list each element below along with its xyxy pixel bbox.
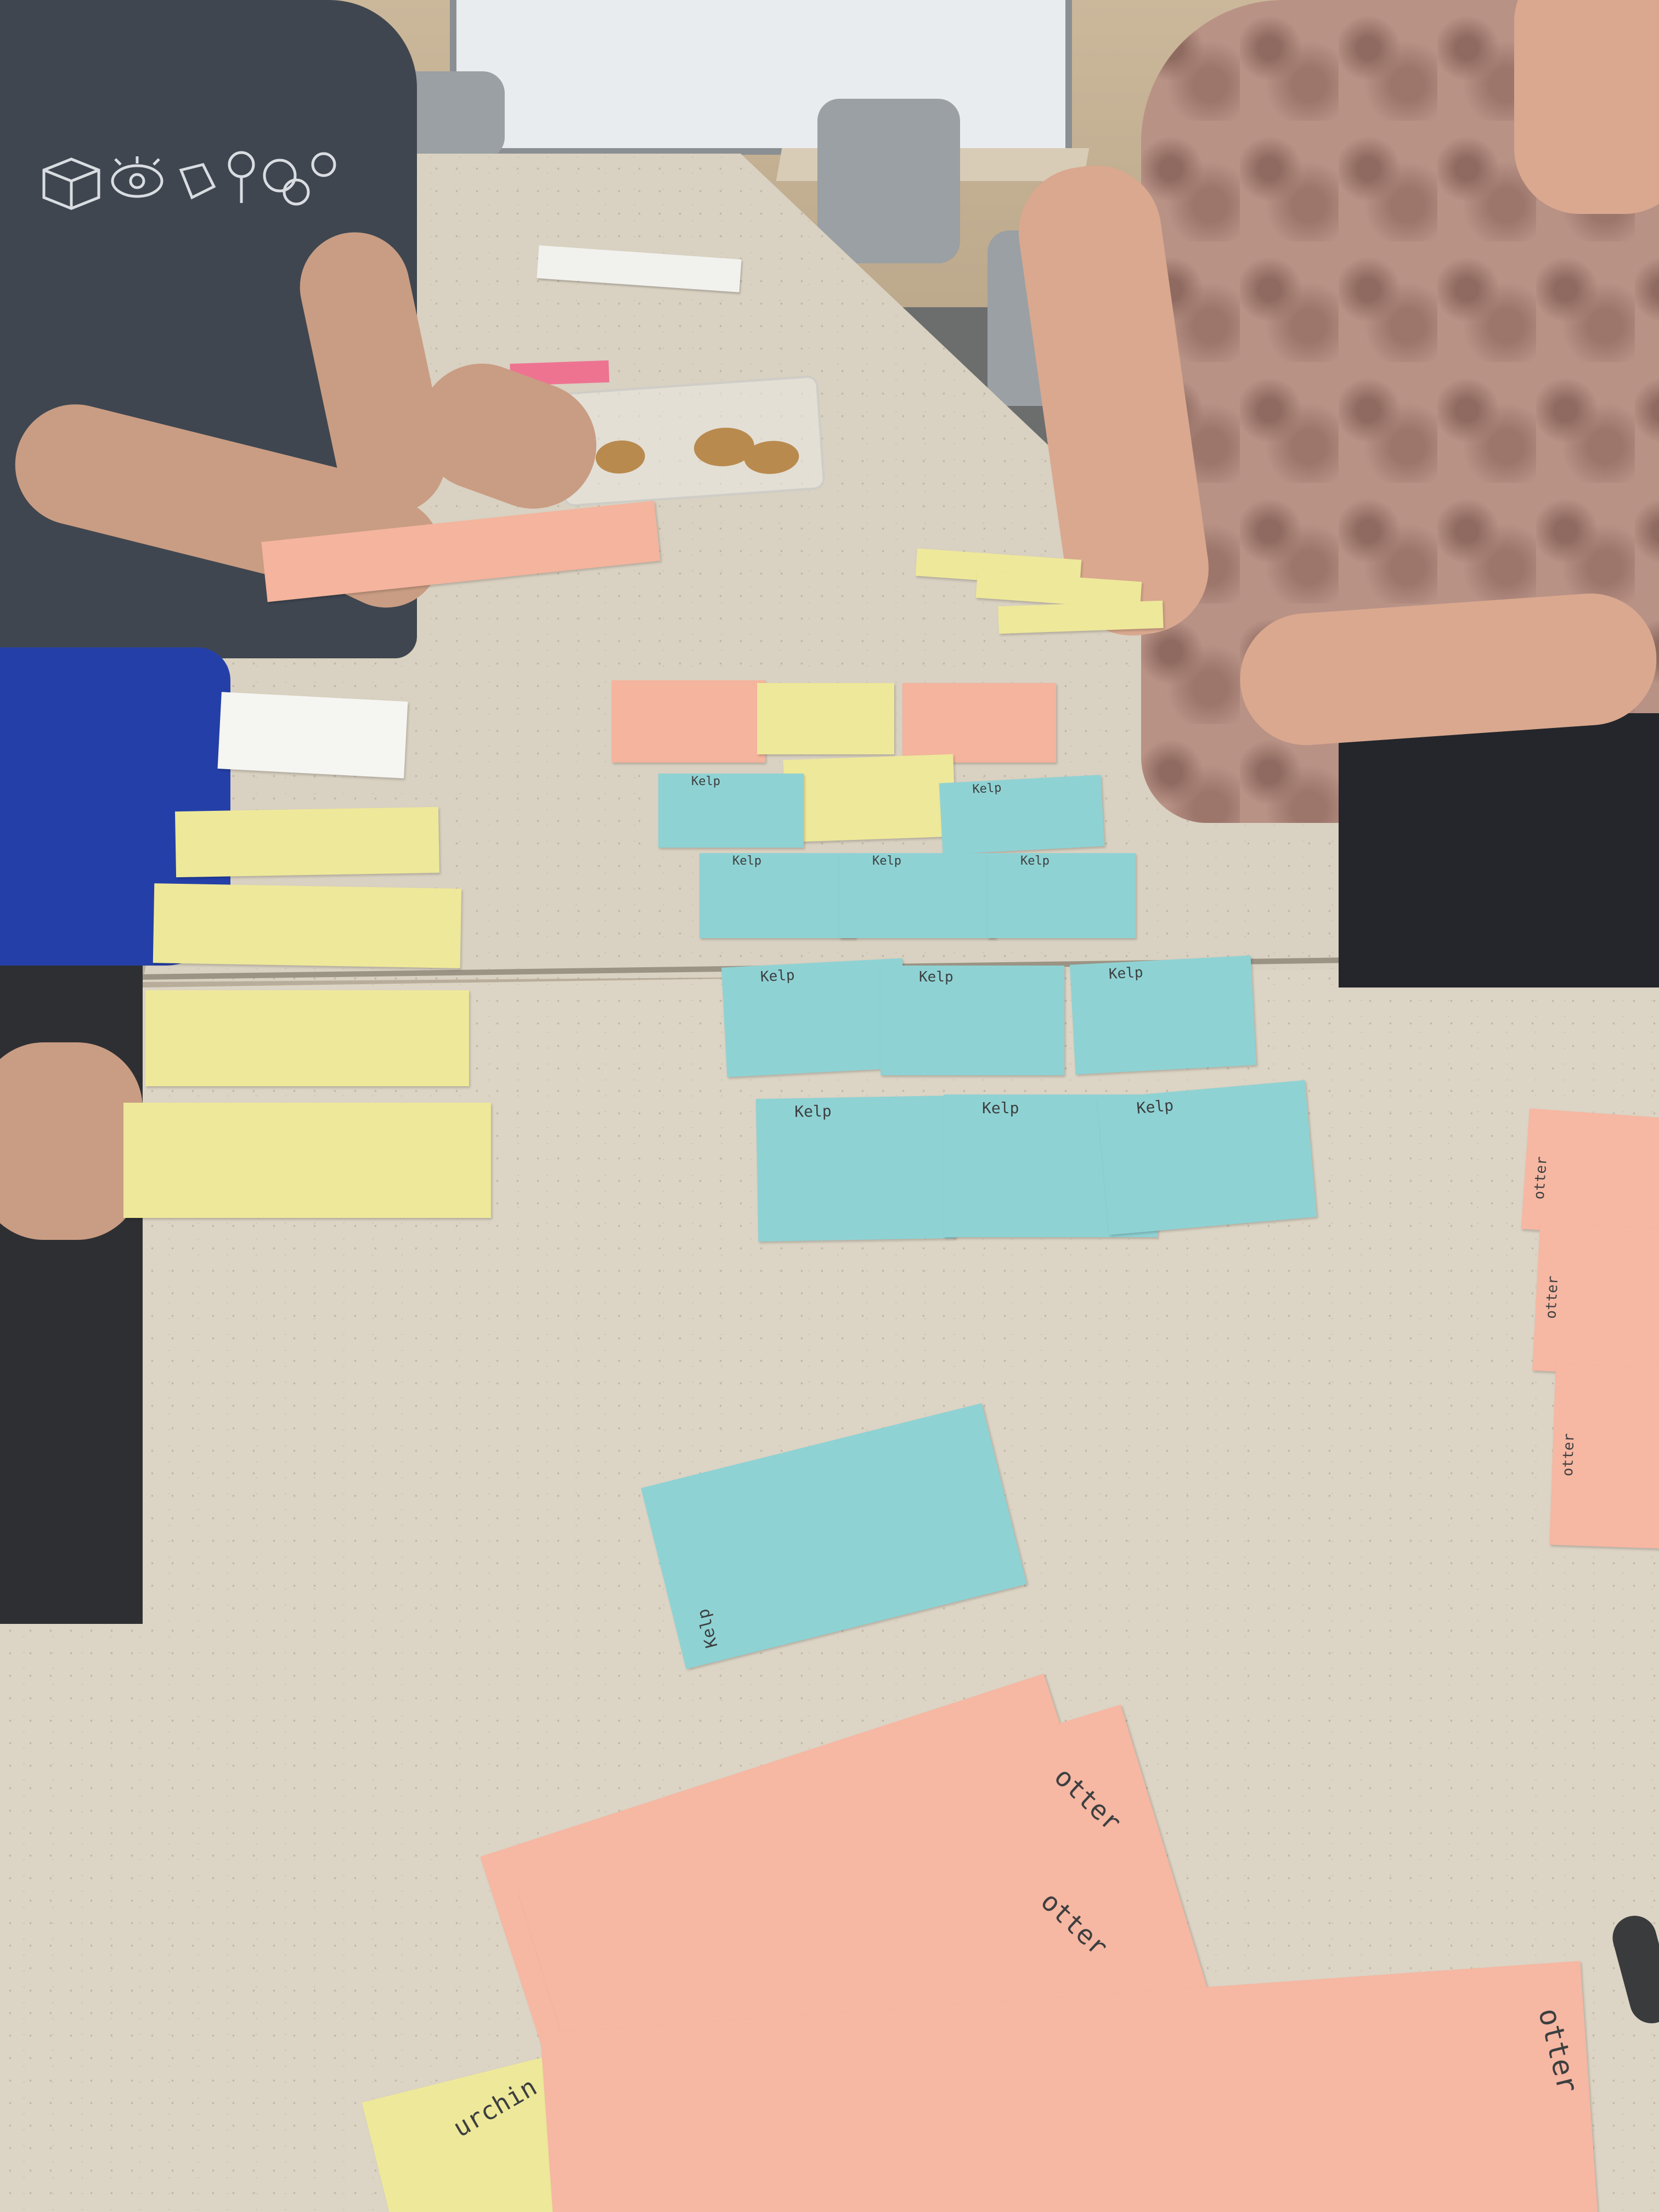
card (612, 680, 765, 763)
person-right-pants (1339, 713, 1659, 988)
card (757, 683, 894, 754)
card (174, 806, 440, 878)
kelp-label: Kelp (972, 781, 1002, 797)
otter-card: otter (1532, 1222, 1659, 1378)
kelp-label: Kelp (693, 1606, 722, 1650)
card (145, 990, 469, 1086)
kelp-card: Kelp (988, 853, 1136, 938)
whiteboard (450, 0, 1072, 155)
kelp-card: Kelp (1097, 1080, 1317, 1235)
kelp-label: Kelp (1108, 964, 1144, 983)
kelp-label: Kelp (794, 1102, 832, 1121)
cookie (594, 438, 646, 476)
kelp-label: Kelp (732, 854, 761, 868)
kelp-card: Kelp (1069, 955, 1257, 1075)
otter-card: otter (1521, 1108, 1659, 1240)
kelp-label: Kelp (691, 775, 720, 788)
kelp-card: Kelp (721, 958, 909, 1077)
otter-label: otter (1048, 1761, 1127, 1838)
kelp-card: Kelp (699, 853, 856, 938)
card (153, 883, 462, 968)
card (123, 1103, 491, 1218)
kelp-label: Kelp (1136, 1096, 1175, 1118)
white-card-stack (217, 692, 408, 778)
shirt-icons (42, 151, 336, 210)
card (783, 754, 956, 843)
kelp-label: Kelp (919, 969, 953, 985)
otter-label: otter (1543, 1275, 1562, 1319)
kelp-label: Kelp (872, 854, 901, 868)
otter-label: otter (1531, 1156, 1551, 1200)
kelp-label: Kelp (760, 967, 795, 986)
kelp-card: Kelp (881, 966, 1064, 1075)
knee (0, 1042, 143, 1240)
otter-card: otter (1549, 1363, 1659, 1550)
kelp-card: Kelp (658, 774, 804, 848)
otter-label: otter (1559, 1433, 1578, 1477)
kelp-label: Kelp (982, 1099, 1019, 1117)
otter-label: otter (1035, 1886, 1114, 1963)
chair (817, 99, 960, 263)
urchin-label: urchin (448, 2072, 542, 2143)
kelp-label: Kelp (1020, 854, 1049, 868)
card (902, 683, 1056, 763)
kelp-card: Kelp (755, 1095, 956, 1242)
kelp-card: Kelp (839, 853, 996, 938)
face (1514, 0, 1659, 214)
otter-label: otter (1531, 2005, 1584, 2096)
yellow-card (998, 600, 1164, 634)
kelp-card: Kelp (939, 775, 1105, 855)
